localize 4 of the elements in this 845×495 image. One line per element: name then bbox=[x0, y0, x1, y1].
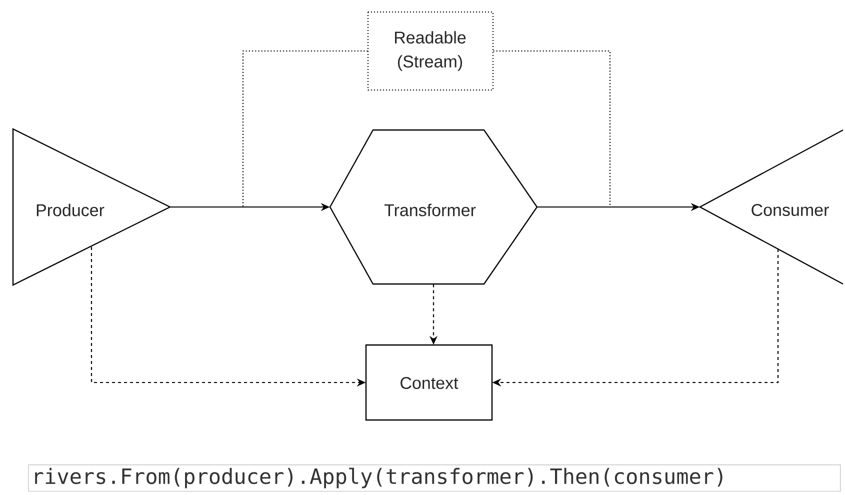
dotted-line bbox=[242, 50, 368, 207]
dotted-line bbox=[493, 50, 611, 207]
context-box: Context bbox=[365, 344, 493, 421]
stream-box: Readable (Stream) bbox=[368, 12, 494, 90]
